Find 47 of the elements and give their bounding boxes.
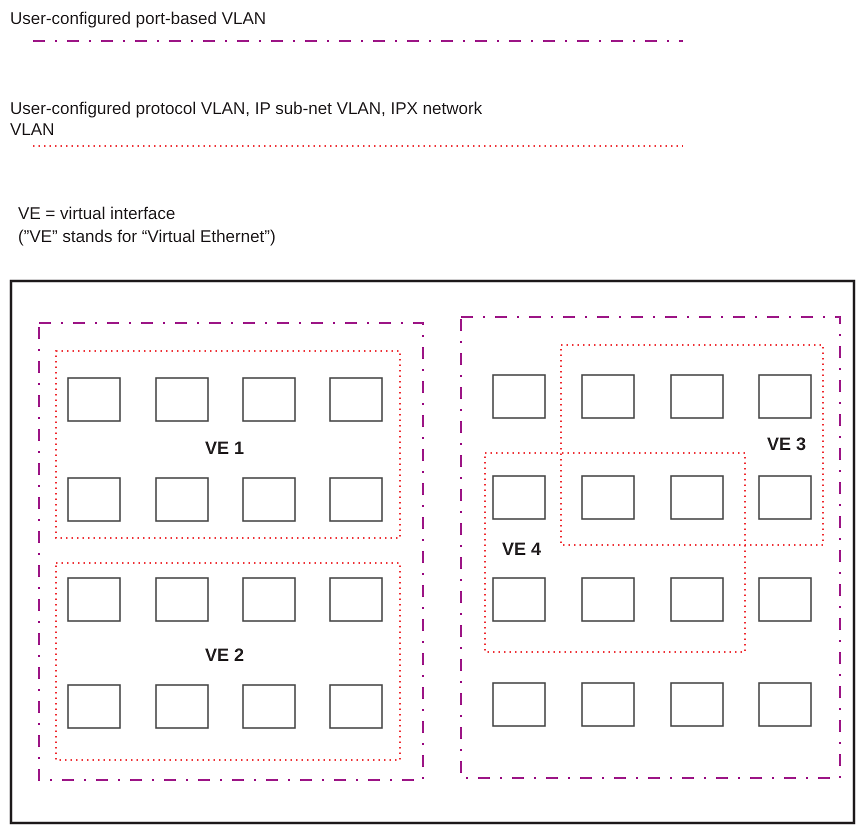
port-box [242, 477, 296, 522]
port-box [581, 475, 635, 520]
ve-region [55, 562, 401, 761]
ve-region [560, 344, 824, 546]
port-box [329, 577, 383, 622]
port-box [155, 684, 209, 729]
legend-text: User-configured protocol VLAN, IP sub-net VLAN, IPX network VLAN [10, 98, 484, 140]
port-box [670, 682, 724, 727]
legend-text: User-configured port-based VLAN [10, 8, 268, 29]
port-box [242, 377, 296, 422]
port-box [758, 475, 812, 520]
port-box [581, 577, 635, 622]
port-box [492, 475, 546, 520]
port-box [242, 577, 296, 622]
port-box [758, 374, 812, 419]
port-box [155, 477, 209, 522]
note-text: VE = virtual interface [18, 203, 176, 224]
port-vlan-region [460, 316, 841, 779]
port-box [67, 477, 121, 522]
ve-label: VE 1 [205, 438, 244, 459]
port-box [242, 684, 296, 729]
port-box [155, 377, 209, 422]
port-box [329, 477, 383, 522]
port-box [581, 374, 635, 419]
ve-label: VE 3 [767, 434, 806, 455]
port-box [492, 682, 546, 727]
chassis-outline [10, 280, 855, 824]
port-box [492, 577, 546, 622]
port-box [67, 377, 121, 422]
port-box [67, 684, 121, 729]
ve-region [484, 452, 746, 653]
port-vlan-region [38, 322, 424, 781]
ve-region [55, 350, 401, 539]
port-box [670, 374, 724, 419]
port-box [329, 684, 383, 729]
ve-label: VE 4 [502, 539, 542, 560]
port-box [758, 682, 812, 727]
port-box [67, 577, 121, 622]
ve-label: VE 2 [205, 645, 244, 666]
port-box [670, 475, 724, 520]
port-box [492, 374, 546, 419]
port-box [758, 577, 812, 622]
port-box [155, 577, 209, 622]
note-text: (”VE” stands for “Virtual Ethernet”) [18, 226, 276, 247]
port-box [329, 377, 383, 422]
port-box [581, 682, 635, 727]
port-box [670, 577, 724, 622]
